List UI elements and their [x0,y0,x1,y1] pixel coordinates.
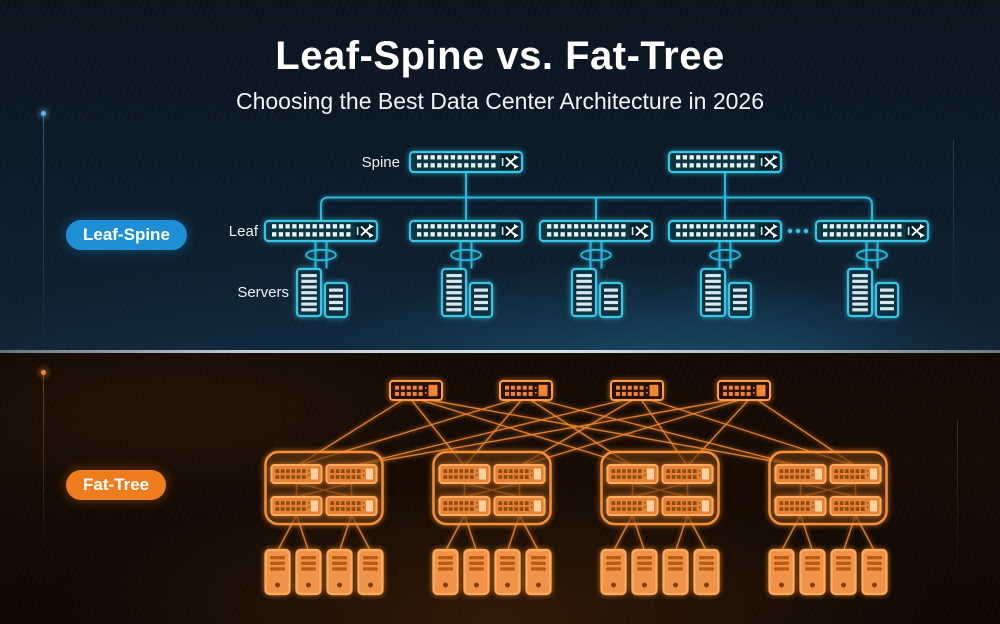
server-tower [494,548,521,596]
server-tower [861,548,888,596]
edge-switch [493,496,546,516]
servers-row-label: Servers [237,284,289,301]
server-tower [432,548,459,596]
carbon-texture [0,0,1000,351]
leaf-switch [408,219,524,243]
aggregation-switch [325,464,378,484]
page-subtitle: Choosing the Best Data Center Architectu… [235,88,765,114]
server-tower [264,548,291,596]
fat-tree-badge: Fat-Tree [66,470,167,500]
leaf-switch [538,219,654,243]
aggregation-switch [438,464,491,484]
edge-switch [661,496,714,516]
server-tower [463,548,490,596]
spine-switch [667,150,783,174]
server-pair [846,267,900,319]
link-bundle-icon [856,241,888,269]
aggregation-switch [661,464,714,484]
page-title: Leaf-Spine vs. Fat-Tree [275,34,725,78]
core-switch [389,380,443,401]
aggregation-switch [774,464,827,484]
aggregation-switch [829,464,882,484]
shuffle-icon [500,154,520,170]
shuffle-icon [630,223,650,239]
leaf-spine-section-background [0,0,1000,351]
server-tower [631,548,658,596]
section-divider [0,350,1000,353]
aggregation-switch [493,464,546,484]
shuffle-icon [355,223,375,239]
spine-switch [408,150,524,174]
aggregation-switch [606,464,659,484]
core-switch [717,380,771,401]
shuffle-icon [500,223,520,239]
leaf-switch [814,219,930,243]
server-tower [768,548,795,596]
shuffle-icon [759,223,779,239]
edge-switch [606,496,659,516]
shuffle-icon [759,154,779,170]
link-bundle-icon [305,241,337,269]
core-switch [610,380,664,401]
edge-switch [325,496,378,516]
core-switch [499,380,553,401]
leaf-row-label: Leaf [228,223,258,240]
link-bundle-icon [709,241,741,269]
ellipsis-dots [787,228,809,234]
spine-row-label: Spine [361,154,400,171]
leaf-spine-badge: Leaf-Spine [66,220,187,250]
leaf-switch [667,219,783,243]
server-tower [295,548,322,596]
server-pair [699,267,753,319]
fat-tree-links [276,399,876,552]
leaf-switch [263,219,379,243]
edge-switch [438,496,491,516]
link-bundle-icon [580,241,612,269]
server-tower [357,548,384,596]
server-tower [799,548,826,596]
aggregation-switch [270,464,323,484]
link-bundle-icon [450,241,482,269]
server-tower [525,548,552,596]
server-tower [693,548,720,596]
server-tower [600,548,627,596]
edge-switch [774,496,827,516]
edge-switch [270,496,323,516]
server-pair [570,267,624,319]
server-pair [295,267,349,319]
edge-switch [829,496,882,516]
server-tower [830,548,857,596]
server-pair [440,267,494,319]
shuffle-icon [906,223,926,239]
server-tower [662,548,689,596]
server-tower [326,548,353,596]
leaf-spine-links [320,173,873,221]
